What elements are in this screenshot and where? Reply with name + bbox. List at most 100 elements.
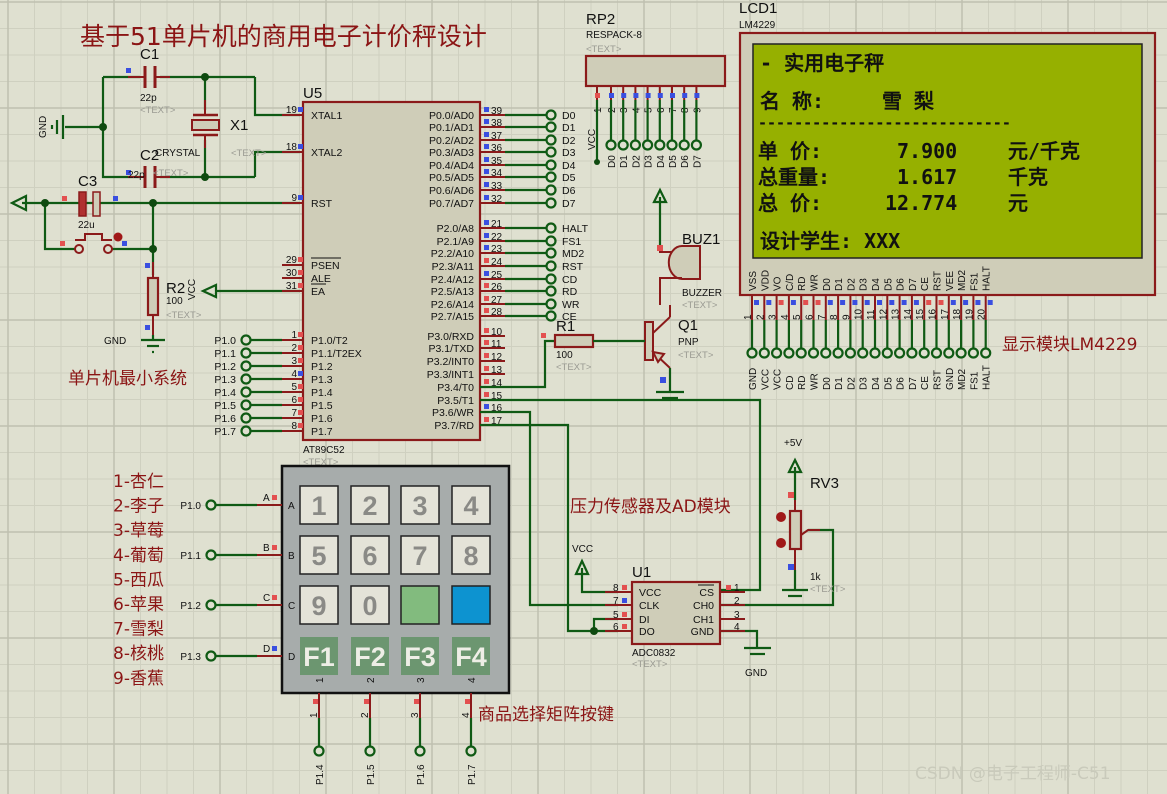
net-terminal[interactable]: [545, 298, 557, 310]
rp2-terminal[interactable]: [690, 139, 703, 151]
reset-button[interactable]: [60, 232, 127, 254]
key-2[interactable]: 2: [350, 485, 390, 525]
key-F3[interactable]: F3: [401, 637, 439, 675]
rp2-terminal[interactable]: [641, 139, 654, 151]
respack-rp2[interactable]: RP2 RESPACK-8 <TEXT> 1VCC2D03D14D25D36D4…: [584, 11, 727, 168]
net-terminal[interactable]: [545, 247, 557, 259]
terminal-P1.5[interactable]: [240, 399, 252, 411]
terminal-P1.7[interactable]: [240, 425, 252, 437]
rp2-terminal[interactable]: [654, 139, 666, 151]
keypad-row-terminal[interactable]: [205, 549, 217, 561]
net-terminal[interactable]: [545, 109, 557, 121]
net-terminal[interactable]: [545, 121, 557, 133]
capacitor-c1[interactable]: C1 22p <TEXT>: [126, 46, 176, 116]
net-terminal[interactable]: [545, 273, 557, 285]
resistor-r1[interactable]: R1 100 <TEXT>: [480, 318, 645, 389]
net-terminal[interactable]: [545, 197, 557, 209]
transistor-q1[interactable]: Q1 PNP <TEXT>: [644, 305, 714, 400]
potentiometer-rv3[interactable]: +5V RV3 1k <TEXT>: [776, 438, 846, 598]
capacitor-c2[interactable]: C2 22p <TEXT>: [126, 147, 189, 188]
key-4[interactable]: 4: [451, 485, 491, 525]
key-F4[interactable]: F4: [452, 637, 490, 675]
net-terminal[interactable]: [545, 235, 557, 247]
net-terminal[interactable]: [545, 222, 557, 234]
keypad-col-terminal[interactable]: [313, 745, 325, 757]
key-0[interactable]: 0: [350, 585, 390, 625]
key-blank-10[interactable]: [400, 585, 440, 625]
terminal-P1.3[interactable]: [240, 373, 252, 385]
key-9[interactable]: 9: [299, 585, 339, 625]
keypad-col-terminal[interactable]: [465, 745, 477, 757]
keypad-col-terminal[interactable]: [414, 745, 426, 757]
keypad-row-terminal[interactable]: [205, 650, 217, 662]
key-3[interactable]: 3: [400, 485, 440, 525]
lcd-lm4229[interactable]: LCD1 LM4229 <TEXT> - 实用电子秤 名 称: 雪 梨 ----…: [738, 0, 1157, 390]
rp2-terminal[interactable]: [666, 139, 678, 151]
net-terminal[interactable]: [545, 171, 557, 183]
rp2-terminal[interactable]: [629, 139, 642, 151]
net-terminal[interactable]: [545, 159, 557, 171]
net-terminal[interactable]: [545, 184, 557, 196]
net-terminal[interactable]: [545, 285, 557, 297]
terminal-P1.6[interactable]: [240, 412, 252, 424]
terminal-P1.1[interactable]: [240, 347, 252, 359]
capacitor-c3[interactable]: C3 22u: [62, 173, 118, 231]
crystal-x1[interactable]: X1 CRYSTAL <TEXT>: [155, 100, 267, 159]
key-F1[interactable]: F1: [300, 637, 338, 675]
net-terminal[interactable]: [545, 146, 557, 158]
rp2-terminal[interactable]: [678, 139, 690, 151]
key-8[interactable]: 8: [451, 535, 491, 575]
key-7[interactable]: 7: [400, 535, 440, 575]
net-terminal[interactable]: [545, 260, 557, 272]
terminal-P1.0[interactable]: [240, 334, 252, 346]
